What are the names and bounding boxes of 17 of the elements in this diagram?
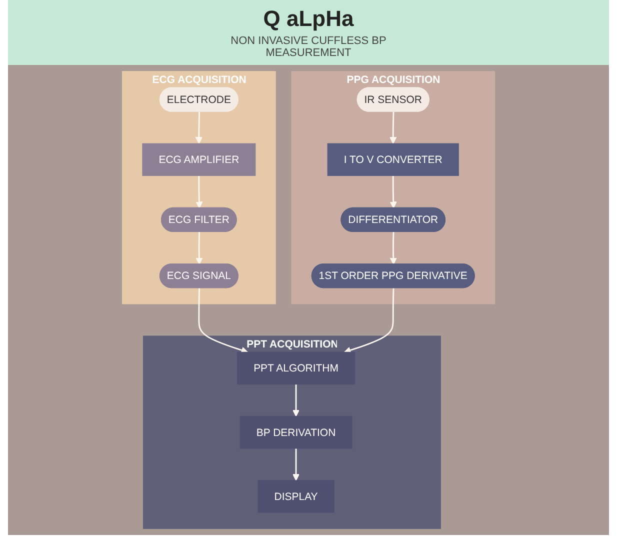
title: Q aLpHa <box>263 6 354 32</box>
arrow <box>390 176 397 209</box>
subtitle: NON INVASIVE CUFFLESS BP MEASUREMENT <box>230 35 388 59</box>
node-box: BP DERIVATION <box>240 416 352 449</box>
arrow <box>198 288 248 354</box>
node-box: PPT ALGORITHM <box>237 352 356 385</box>
arrow <box>196 232 203 265</box>
node-box: ECG AMPLIFIER <box>142 143 256 176</box>
node-box: DISPLAY <box>258 480 334 513</box>
arrow <box>344 288 394 354</box>
node-box: I TO V CONVERTER <box>327 143 459 176</box>
arrow <box>195 112 202 144</box>
arrow <box>292 448 300 481</box>
arrow <box>292 384 300 417</box>
arrow <box>390 232 397 265</box>
arrow <box>196 176 203 209</box>
arrow <box>390 112 397 144</box>
